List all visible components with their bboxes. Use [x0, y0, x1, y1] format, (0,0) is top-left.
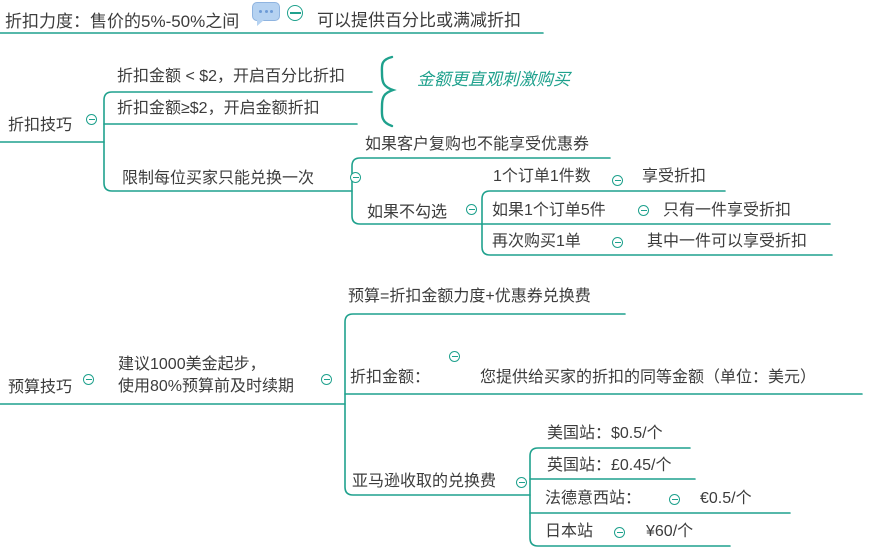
- minus-circle-icon[interactable]: [669, 494, 680, 505]
- topic-site-jp[interactable]: 日本站: [545, 523, 594, 540]
- topic-site-jp-value[interactable]: ¥60/个: [646, 523, 694, 540]
- bracket-redemption-fee-children: [529, 447, 731, 547]
- topic-redemption-fee[interactable]: 亚马逊收取的兑换费: [352, 473, 497, 490]
- topic-one-order-one-item-result[interactable]: 享受折扣: [642, 168, 707, 185]
- topic-limit-once[interactable]: 限制每位买家只能兑换一次: [122, 170, 315, 187]
- topic-amount-lt-2[interactable]: 折扣金额 < $2，开启百分比折扣: [117, 68, 346, 85]
- summary-brace: [380, 55, 397, 128]
- summary-topic-amount[interactable]: 金额更直观刺激购买: [417, 70, 570, 89]
- topic-budget-skill[interactable]: 预算技巧: [8, 379, 73, 396]
- topic-buy-again[interactable]: 再次购买1单: [492, 233, 581, 250]
- minus-circle-icon[interactable]: [612, 237, 623, 248]
- budget-advice-line1: 建议1000美金起步，: [118, 356, 266, 373]
- minus-circle-icon[interactable]: [86, 114, 97, 125]
- topic-site-eu[interactable]: 法德意西站：: [545, 490, 642, 507]
- bracket-budget-advice-children: [344, 313, 626, 496]
- minus-circle-icon[interactable]: [466, 204, 477, 215]
- topic-site-us[interactable]: 美国站：$0.5/个: [547, 425, 663, 442]
- minus-circle-icon[interactable]: [449, 351, 460, 362]
- topic-discount-percent-or-amount[interactable]: 可以提供百分比或满减折扣: [317, 11, 521, 30]
- topic-site-eu-value[interactable]: €0.5/个: [700, 490, 752, 507]
- minus-circle-icon[interactable]: [516, 477, 527, 488]
- topic-one-order-one-item[interactable]: 1个订单1件数: [493, 168, 591, 185]
- topic-one-order-five-items-result[interactable]: 只有一件享受折扣: [663, 202, 792, 219]
- comment-icon[interactable]: [252, 2, 280, 26]
- topic-one-order-five-items[interactable]: 如果1个订单5件: [492, 202, 606, 219]
- topic-discount-skill[interactable]: 折扣技巧: [8, 117, 73, 134]
- bracket-if-unchecked-children: [481, 190, 833, 256]
- topic-discount-amount-desc[interactable]: 您提供给买家的折扣的同等金额（单位：美元）: [480, 369, 817, 386]
- bracket-limit-once-children: [351, 157, 611, 225]
- minus-circle-icon[interactable]: [83, 374, 94, 385]
- minus-circle-icon[interactable]: [287, 5, 303, 21]
- topic-if-unchecked[interactable]: 如果不勾选: [367, 204, 448, 221]
- topic-repurchase-no-coupon[interactable]: 如果客户复购也不能享受优惠券: [365, 136, 590, 153]
- topic-amount-gte-2[interactable]: 折扣金额≥$2，开启金额折扣: [117, 100, 320, 117]
- topic-discount-amount[interactable]: 折扣金额：: [350, 369, 431, 386]
- minus-circle-icon[interactable]: [350, 172, 361, 183]
- topic-discount-strength[interactable]: 折扣力度：售价的5%-50%之间: [5, 12, 240, 31]
- bracket-discount-skill-children: [103, 91, 373, 192]
- topic-budget-advice[interactable]: 建议1000美金起步， 使用80%预算前及时续期: [118, 354, 294, 398]
- topic-budget-formula[interactable]: 预算=折扣金额力度+优惠券兑换费: [348, 288, 591, 305]
- minus-circle-icon[interactable]: [612, 175, 623, 186]
- minus-circle-icon[interactable]: [614, 527, 625, 538]
- topic-buy-again-result[interactable]: 其中一件可以享受折扣: [647, 233, 808, 250]
- minus-circle-icon[interactable]: [321, 374, 332, 385]
- budget-advice-line2: 使用80%预算前及时续期: [118, 378, 295, 395]
- minus-circle-icon[interactable]: [638, 205, 649, 216]
- topic-site-uk[interactable]: 英国站：£0.45/个: [547, 457, 672, 474]
